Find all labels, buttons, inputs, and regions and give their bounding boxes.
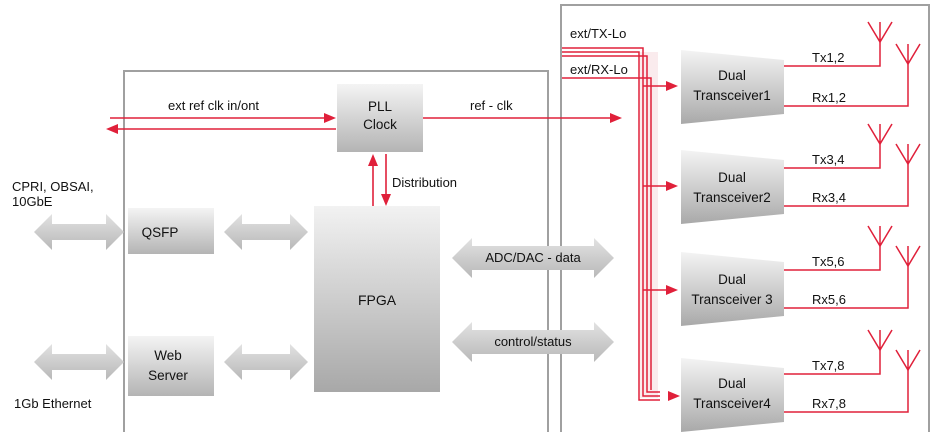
pll-label-line1: PLL (368, 99, 393, 114)
antenna-icon (895, 143, 921, 166)
adc-dac-connector (452, 238, 614, 278)
ethernet-connector (34, 344, 124, 380)
antenna-icon (867, 21, 893, 44)
transceiver-3-label-line2: Transceiver 3 (691, 292, 772, 307)
ext-rx-lo-label: ext/RX-Lo (570, 62, 628, 77)
antenna-icons (867, 21, 921, 372)
antenna-icon (895, 245, 921, 268)
rx-label-2: Rx3,4 (812, 190, 846, 205)
ext-tx-lo-label: ext/TX-Lo (570, 26, 626, 41)
antenna-icon (867, 225, 893, 248)
web-fpga-connector (224, 344, 308, 380)
antenna-icon (895, 43, 921, 66)
distribution-arrows (368, 154, 391, 206)
transceiver-1: Dual Transceiver1 (681, 50, 784, 124)
transceiver-4-label-line2: Transceiver4 (693, 396, 771, 411)
ethernet-label: 1Gb Ethernet (14, 396, 92, 411)
fpga-label: FPGA (358, 292, 397, 308)
web-server-block (128, 336, 214, 396)
pll-clock-block (337, 84, 423, 152)
antenna-icon (867, 123, 893, 146)
transceiver-2: Dual Transceiver2 (681, 150, 784, 224)
antenna-icon (867, 329, 893, 352)
rx-label-1: Rx1,2 (812, 90, 846, 105)
ref-clk-arrow (423, 113, 622, 123)
tx-label-4: Tx7,8 (812, 358, 845, 373)
adc-dac-label: ADC/DAC - data (485, 250, 581, 265)
control-status-label: control/status (494, 334, 572, 349)
ext-ref-clk-label: ext ref clk in/ont (168, 98, 259, 113)
tx-rx-lines (784, 42, 909, 413)
qsfp-fpga-connector (224, 214, 308, 250)
transceiver-2-label-line1: Dual (718, 170, 746, 185)
transceiver-2-label-line2: Transceiver2 (693, 190, 771, 205)
qsfp-label: QSFP (142, 225, 179, 240)
transceiver-1-label-line2: Transceiver1 (693, 88, 771, 103)
ref-clk-label: ref - clk (470, 98, 513, 113)
ext-ref-clk-arrows (106, 113, 336, 134)
tx-label-3: Tx5,6 (812, 254, 845, 269)
rf-board-frame (560, 4, 930, 432)
tx-label-2: Tx3,4 (812, 152, 845, 167)
protocols-connector (34, 214, 124, 250)
transceiver-4: Dual Transceiver4 (681, 358, 784, 432)
transceiver-3: Dual Transceiver 3 (681, 252, 784, 326)
lo-distribution-lines (562, 47, 680, 401)
protocols-label-line1: CPRI, OBSAI, (12, 179, 94, 194)
tx-label-1: Tx1,2 (812, 50, 845, 65)
transceiver-3-label-line1: Dual (718, 272, 746, 287)
distribution-label: Distribution (392, 175, 457, 190)
qsfp-block (128, 208, 214, 254)
transceiver-1-label-line1: Dual (718, 68, 746, 83)
protocols-label-line2: 10GbE (12, 194, 53, 209)
control-status-connector (452, 322, 614, 362)
pll-label-line2: Clock (363, 117, 397, 132)
fpga-block (314, 206, 440, 392)
web-server-label-line2: Server (148, 368, 188, 383)
web-server-label-line1: Web (154, 348, 182, 363)
rx-label-3: Rx5,6 (812, 292, 846, 307)
antenna-icon (895, 349, 921, 372)
transceiver-4-label-line1: Dual (718, 376, 746, 391)
rx-label-4: Rx7,8 (812, 396, 846, 411)
